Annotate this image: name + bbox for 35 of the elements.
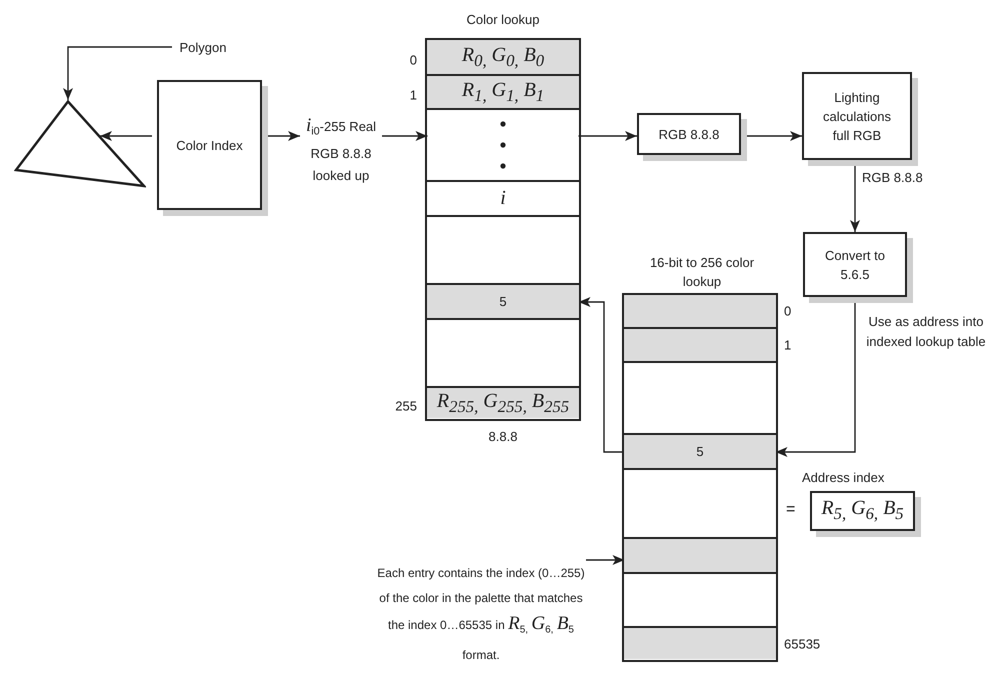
row-index: 1 [784, 338, 792, 352]
note-text: Each entry contains the index (0…255) of the color in the palette that matches the index 0…65535 in R$_{5,}$ G$_{6,}$ B$_{5}$ format. [376, 565, 586, 664]
formula-text: R$_{5,}$ G$_{6,}$ B$_{5}$ [821, 499, 904, 523]
cell-text: R$_{0,}$ G$_{0,}$ B$_{0}$ [462, 44, 544, 70]
box-text: Color Index [176, 136, 243, 154]
box-heading: Address index [802, 469, 884, 487]
row-index: 65535 [784, 636, 820, 651]
table-heading: Color lookup [466, 11, 540, 29]
arrow [382, 131, 428, 141]
cell-text: 5 [696, 444, 704, 459]
row-index: 1 [410, 88, 417, 102]
row-index: 255 [395, 398, 417, 414]
table-row [624, 435, 776, 470]
leader-arrow [586, 555, 624, 565]
triangle-shape [14, 100, 146, 188]
arrow [578, 297, 624, 453]
row-index: 0 [410, 52, 417, 68]
callout-text: Polygon [180, 40, 226, 54]
flow-text: i$_{i0}$-255 Real RGB 8.8.8 looked up [305, 115, 377, 185]
leader-arrow [63, 46, 172, 100]
cell-text: i [500, 187, 506, 210]
box-text: RGB 8.8.8 [658, 126, 720, 144]
table-caption: 8.8.8 [488, 429, 518, 444]
equals-sign: = [786, 501, 796, 519]
cell-text: R$_{255,}$ G$_{255,}$ B$_{255}$ [436, 390, 570, 416]
cell-text: 5 [499, 294, 507, 309]
table-heading: 16-bit to 256 color lookup [648, 254, 756, 291]
arrow [100, 131, 152, 141]
arrow [578, 131, 637, 141]
box-text: Convert to 5.6.5 [824, 246, 886, 284]
row-index: 0 [784, 304, 792, 318]
table-row [427, 285, 579, 320]
table-row [624, 539, 776, 574]
box-text: Lighting calculations full RGB [822, 88, 892, 144]
cell-text: R$_{1,}$ G$_{1,}$ B$_{1}$ [462, 78, 544, 106]
